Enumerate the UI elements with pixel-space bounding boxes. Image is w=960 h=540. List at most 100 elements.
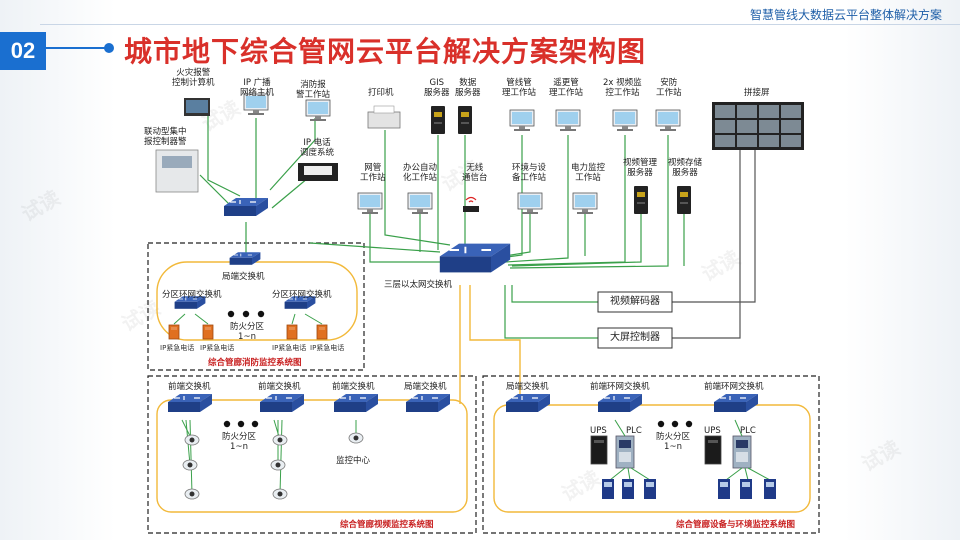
env-system-caption: 综合管廊设备与环境监控系统图 <box>676 520 796 530</box>
env-local-switch-icon <box>505 393 551 413</box>
ip-emergency-phone-icon <box>202 324 214 340</box>
ip-emergency-phone-icon <box>316 324 328 340</box>
sensor-icon <box>740 479 752 499</box>
printer-icon <box>367 105 401 129</box>
fire-pc-label: 火灾报警控制计算机 <box>172 68 215 88</box>
video-decoder-label: 视频解码器 <box>610 296 660 307</box>
core-switch-icon <box>438 242 512 274</box>
splicing-screen-label: 拼接屏 <box>744 88 770 98</box>
ip-phone-item: IP紧急电话 <box>272 344 307 352</box>
linkage-label: 联动型集中报控制器警 <box>144 127 187 147</box>
zone-switch-a-label: 分区环网交换机 <box>162 290 222 300</box>
video-decoder-box <box>597 291 673 313</box>
badge-connector <box>46 47 108 49</box>
env-local-switch-label: 局端交换机 <box>506 382 549 392</box>
video-mgmt-server-icon <box>634 186 648 214</box>
camera-icon <box>272 488 288 500</box>
screen-controller-label: 大屏控制器 <box>610 332 660 343</box>
ups-icon <box>590 435 608 465</box>
ip-phone-label: IP 电话调度系统 <box>300 138 335 158</box>
front-switch-label: 前端交换机 <box>258 382 301 392</box>
video-storage-server-icon <box>677 186 691 214</box>
data-server-label: 数据服务器 <box>455 78 481 98</box>
wireless-label: 无线通信台 <box>462 163 488 183</box>
pipe-station-label: 管线管理工作站 <box>502 78 537 98</box>
network-station-label: 网管工作站 <box>360 163 386 183</box>
wireless-icon <box>463 196 479 212</box>
camera-icon <box>184 488 200 500</box>
office-station-label: 办公自动化工作站 <box>403 163 438 183</box>
camera-icon <box>182 459 198 471</box>
video-system-frame <box>147 375 477 534</box>
video-local-switch-label: 局端交换机 <box>404 382 447 392</box>
video-local-switch-icon <box>405 393 451 413</box>
linkage-controller-icon <box>155 149 199 193</box>
front-switch-label: 前端交换机 <box>332 382 375 392</box>
fire-local-switch-label: 局端交换机 <box>222 272 265 282</box>
screen-controller-box <box>597 327 673 349</box>
front-switch-icon <box>259 393 305 413</box>
ups-label: UPS <box>590 426 607 436</box>
ring-switch-label: 前端环网交换机 <box>590 382 650 392</box>
ring-switch-icon <box>713 393 759 413</box>
camera-icon <box>184 434 200 446</box>
security-station-icon <box>655 109 681 132</box>
header-rule <box>40 24 960 25</box>
ip-emergency-phone-icon <box>286 324 298 340</box>
ups-label: UPS <box>704 426 721 436</box>
front-switch-label: 前端交换机 <box>168 382 211 392</box>
monitor-center-label: 监控中心 <box>336 456 371 466</box>
network-station-icon <box>357 192 383 215</box>
video-station-icon <box>612 109 638 132</box>
env-system-frame <box>482 375 820 534</box>
ip-phone-item: IP紧急电话 <box>160 344 195 352</box>
plc-label: PLC <box>626 426 642 436</box>
sensor-icon <box>622 479 634 499</box>
core-switch-label: 三层以太网交换机 <box>384 280 453 290</box>
monitor-center-camera-icon <box>348 432 364 444</box>
ring-switch-label: 前端环网交换机 <box>704 382 764 392</box>
video-mgmt-label: 视频管理服务器 <box>623 158 658 178</box>
ups-icon <box>704 435 722 465</box>
remote-station-icon <box>555 109 581 132</box>
fire-system-caption: 综合管廊消防监控系统图 <box>208 358 302 368</box>
fire-system-frame <box>147 242 365 371</box>
data-server-icon <box>458 106 472 134</box>
plc-cabinet-icon <box>615 435 635 469</box>
ip-phone-item: IP紧急电话 <box>200 344 235 352</box>
fire-station-label: 消防报警工作站 <box>296 80 331 100</box>
section-number-badge: 02 <box>0 32 46 70</box>
ip-phone-item: IP紧急电话 <box>310 344 345 352</box>
video-station-label: 2x 视频监控工作站 <box>603 78 642 98</box>
ip-switch-icon <box>223 197 269 217</box>
security-station-label: 安防工作站 <box>656 78 682 98</box>
header-subtitle: 智慧管线大数据云平台整体解决方案 <box>749 8 942 22</box>
ellipsis-dots <box>223 310 693 428</box>
printer-label: 打印机 <box>368 88 394 98</box>
fire-local-switch-icon <box>229 251 261 266</box>
fire-alarm-pc-icon <box>184 98 210 116</box>
power-station-label: 电力监控工作站 <box>571 163 606 183</box>
sensor-icon <box>644 479 656 499</box>
plc-cabinet-icon <box>732 435 752 469</box>
sensor-icon <box>602 479 614 499</box>
badge-dot <box>104 43 114 53</box>
front-switch-icon <box>167 393 213 413</box>
gis-server-icon <box>431 106 445 134</box>
front-switch-icon <box>333 393 379 413</box>
ring-switch-icon <box>597 393 643 413</box>
splicing-screen-icon <box>712 102 804 150</box>
video-system-caption: 综合管廊视频监控系统图 <box>340 520 434 530</box>
camera-icon <box>270 459 286 471</box>
camera-icon <box>272 434 288 446</box>
office-station-icon <box>407 192 433 215</box>
page-title: 城市地下综合管网云平台解决方案架构图 <box>124 35 647 68</box>
env-station-label: 环境与设备工作站 <box>512 163 547 183</box>
power-station-icon <box>572 192 598 215</box>
ip-phone-dispatch-icon <box>298 163 338 181</box>
plc-label: PLC <box>740 426 756 436</box>
